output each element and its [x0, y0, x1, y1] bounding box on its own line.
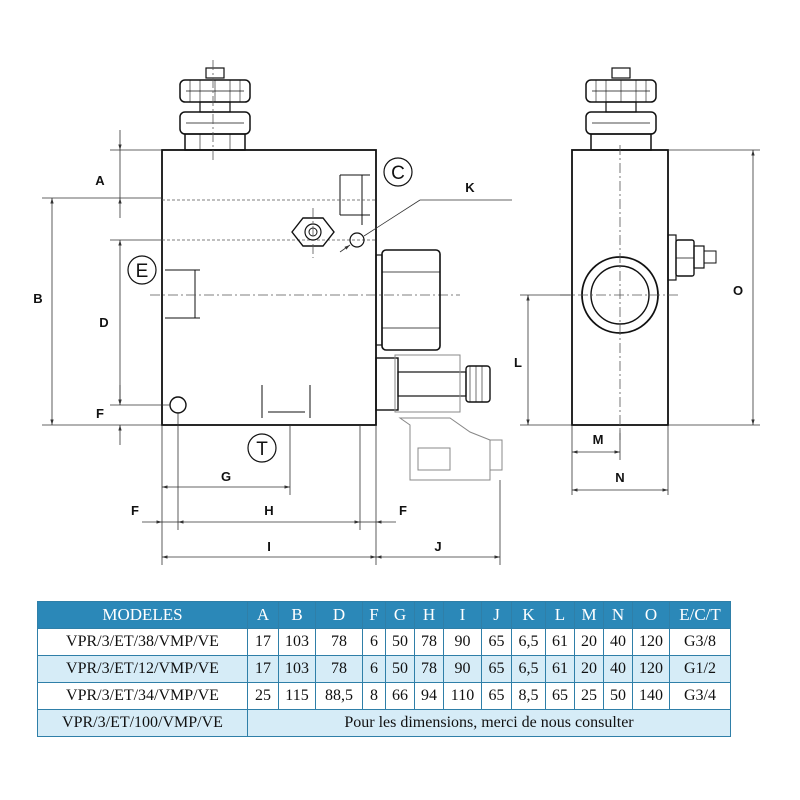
cell-a: 17	[247, 628, 279, 656]
header-o: O	[632, 601, 670, 629]
cell-n: 40	[603, 628, 633, 656]
side-adjustment-knob	[585, 67, 657, 151]
cell-i: 90	[443, 655, 482, 683]
cell-model: VPR/3/ET/12/VMP/VE	[37, 655, 248, 683]
dim-label-b: B	[33, 291, 42, 306]
header-m: M	[574, 601, 604, 629]
cell-g: 50	[385, 655, 415, 683]
header-b: B	[278, 601, 316, 629]
cell-k: 8,5	[511, 682, 546, 710]
header-h: H	[414, 601, 444, 629]
side-view: L O M N	[514, 67, 760, 495]
cell-i: 110	[443, 682, 482, 710]
cell-j: 65	[481, 628, 512, 656]
header-modeles: MODELES	[37, 601, 248, 629]
cell-model: VPR/3/ET/38/VMP/VE	[37, 628, 248, 656]
cell-m: 25	[574, 682, 604, 710]
cell-m: 20	[574, 655, 604, 683]
port-label-e: E	[136, 261, 149, 282]
cell-k: 6,5	[511, 628, 546, 656]
cell-n: 40	[603, 655, 633, 683]
cell-l: 65	[545, 682, 575, 710]
cell-f: 8	[362, 682, 386, 710]
dim-label-i: I	[267, 539, 271, 554]
header-d: D	[315, 601, 363, 629]
valve-body	[161, 149, 377, 426]
header-l: L	[545, 601, 575, 629]
cell-a: 25	[247, 682, 279, 710]
port-label-c: C	[391, 163, 405, 184]
table-row: VPR/3/ET/38/VMP/VE 17 103 78 6 50 78 90 …	[37, 628, 731, 656]
header-k: K	[511, 601, 546, 629]
dim-label-h: H	[264, 503, 273, 518]
manual-override	[375, 354, 503, 481]
header-g: G	[385, 601, 415, 629]
dim-label-k: K	[465, 180, 475, 195]
cell-h: 94	[414, 682, 444, 710]
cell-j: 65	[481, 682, 512, 710]
cell-f: 6	[362, 655, 386, 683]
cell-j: 65	[481, 655, 512, 683]
cell-d: 88,5	[315, 682, 363, 710]
cell-i: 90	[443, 628, 482, 656]
header-f: F	[362, 601, 386, 629]
cell-l: 61	[545, 655, 575, 683]
dim-label-l: L	[514, 355, 522, 370]
cell-b: 115	[278, 682, 316, 710]
cell-o: 120	[632, 628, 670, 656]
table-row: VPR/3/ET/34/VMP/VE 25 115 88,5 8 66 94 1…	[37, 682, 731, 710]
dim-label-j: J	[434, 539, 441, 554]
cell-k: 6,5	[511, 655, 546, 683]
cell-ect: G1/2	[669, 655, 731, 683]
cell-b: 103	[278, 628, 316, 656]
dim-label-m: M	[593, 432, 604, 447]
cell-o: 140	[632, 682, 670, 710]
cell-a: 17	[247, 655, 279, 683]
dim-label-f-bottom-right: F	[399, 503, 407, 518]
dim-label-f-bottom-left: F	[131, 503, 139, 518]
cell-g: 66	[385, 682, 415, 710]
cell-ect: G3/4	[669, 682, 731, 710]
cell-d: 78	[315, 655, 363, 683]
cell-ect: G3/8	[669, 628, 731, 656]
cell-b: 103	[278, 655, 316, 683]
front-view: C E T K A B D F	[33, 60, 512, 565]
table-row: VPR/3/ET/12/VMP/VE 17 103 78 6 50 78 90 …	[37, 655, 731, 683]
cell-model: VPR/3/ET/100/VMP/VE	[37, 709, 248, 737]
cell-model: VPR/3/ET/34/VMP/VE	[37, 682, 248, 710]
cell-l: 61	[545, 628, 575, 656]
table-row-consult: VPR/3/ET/100/VMP/VE Pour les dimensions,…	[37, 709, 731, 737]
side-fitting	[375, 249, 441, 351]
cell-h: 78	[414, 628, 444, 656]
cell-g: 50	[385, 628, 415, 656]
adjustment-knob	[179, 67, 251, 151]
dim-label-g: G	[221, 469, 231, 484]
cell-d: 78	[315, 628, 363, 656]
header-ect: E/C/T	[669, 601, 731, 629]
cell-f: 6	[362, 628, 386, 656]
cell-h: 78	[414, 655, 444, 683]
cell-o: 120	[632, 655, 670, 683]
table-header-row: MODELES A B D F G H I J K L M N O E/C/T	[37, 601, 731, 629]
cell-n: 50	[603, 682, 633, 710]
header-i: I	[443, 601, 482, 629]
dim-label-a: A	[95, 173, 105, 188]
dim-label-o: O	[733, 283, 743, 298]
header-a: A	[247, 601, 279, 629]
consult-note: Pour les dimensions, merci de nous consu…	[247, 709, 731, 737]
header-j: J	[481, 601, 512, 629]
dimension-table: MODELES A B D F G H I J K L M N O E/C/T …	[37, 601, 731, 737]
port-label-t: T	[256, 439, 268, 460]
dim-label-d: D	[99, 315, 108, 330]
cell-m: 20	[574, 628, 604, 656]
dim-label-f-left: F	[96, 406, 104, 421]
technical-drawing: C E T K A B D F	[33, 60, 760, 565]
header-n: N	[603, 601, 633, 629]
dim-label-n: N	[615, 470, 624, 485]
